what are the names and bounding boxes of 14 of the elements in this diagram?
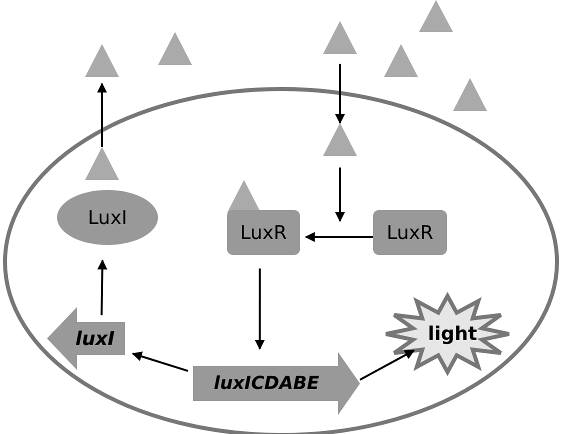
arrow (254, 268, 265, 350)
node-label: LuxR (240, 222, 287, 244)
node-label: LuxI (88, 206, 128, 228)
node-label: luxICDABE (214, 373, 320, 394)
arrow (360, 350, 415, 381)
arrow (335, 64, 345, 124)
arrow (304, 232, 373, 242)
node-label: LuxR (386, 222, 434, 244)
node-label: luxI (75, 328, 115, 350)
arrow (97, 259, 108, 316)
arrow (132, 352, 188, 372)
arrow (97, 82, 107, 147)
arrow (335, 168, 345, 222)
node-label: light (428, 323, 478, 345)
